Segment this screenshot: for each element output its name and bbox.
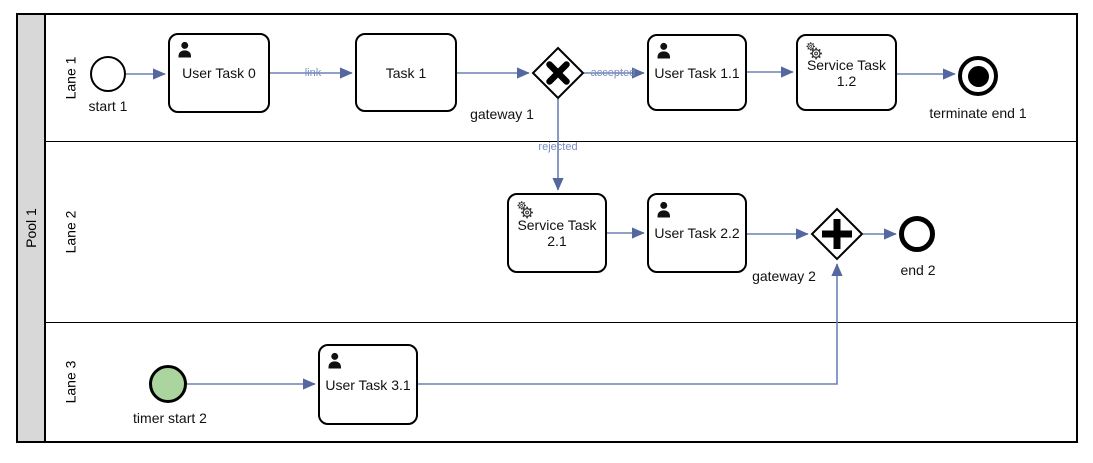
user-task-0[interactable]: User Task 0 [168, 33, 270, 113]
user-task-3-1[interactable]: User Task 3.1 [318, 344, 418, 425]
plus-marker-icon [822, 219, 852, 249]
gateway-2-label: gateway 2 [752, 268, 816, 284]
service-gears-icon [517, 201, 533, 219]
flow-usertask31-gateway2[interactable] [418, 263, 843, 385]
user-task-0-label: User Task 0 [182, 65, 256, 81]
gateway-1-label: gateway 1 [470, 106, 534, 122]
user-task-2-2[interactable]: User Task 2.2 [647, 193, 747, 273]
end-event-2-label: end 2 [900, 262, 936, 278]
service-task-2-1[interactable]: Service Task 2.1 [507, 193, 607, 273]
terminate-icon [967, 65, 989, 87]
task-1[interactable]: Task 1 [355, 33, 457, 112]
parallel-gateway-2[interactable] [809, 206, 865, 262]
user-task-1-1-label: User Task 1.1 [654, 64, 740, 81]
service-gears-icon [806, 42, 822, 60]
user-icon [328, 352, 341, 369]
user-icon [657, 201, 670, 218]
service-task-1-2[interactable]: Service Task 1.2 [796, 34, 897, 111]
start-event-1[interactable] [90, 56, 126, 92]
terminate-end-event-1-label: terminate end 1 [929, 105, 1027, 121]
flow-label-link: link [304, 67, 322, 79]
start-event-1-label: start 1 [88, 98, 128, 114]
exclusive-gateway-1[interactable] [530, 45, 586, 101]
user-icon [657, 42, 670, 59]
user-task-3-1-label: User Task 3.1 [325, 376, 411, 393]
x-marker-icon [546, 61, 570, 85]
task-1-label: Task 1 [385, 64, 427, 81]
user-icon [178, 41, 191, 58]
timer-start-event-2[interactable] [149, 365, 187, 403]
timer-start-event-2-label: timer start 2 [133, 410, 207, 426]
flow-label-rejected: rejected [538, 141, 578, 153]
lane-2[interactable]: Lane 2 [46, 141, 1076, 322]
user-task-1-1[interactable]: User Task 1.1 [647, 34, 747, 111]
lane-3[interactable]: Lane 3 [46, 322, 1076, 441]
service-task-2-1-label: Service Task 2.1 [517, 217, 597, 249]
service-task-1-2-label: Service Task 1.2 [806, 56, 887, 89]
flow-label-accepted: accepted [590, 67, 636, 79]
terminate-end-event-1[interactable] [958, 56, 998, 96]
pool-header[interactable]: Pool 1 [18, 15, 46, 441]
end-event-2[interactable] [899, 216, 935, 252]
user-task-2-2-label: User Task 2.2 [654, 225, 740, 241]
